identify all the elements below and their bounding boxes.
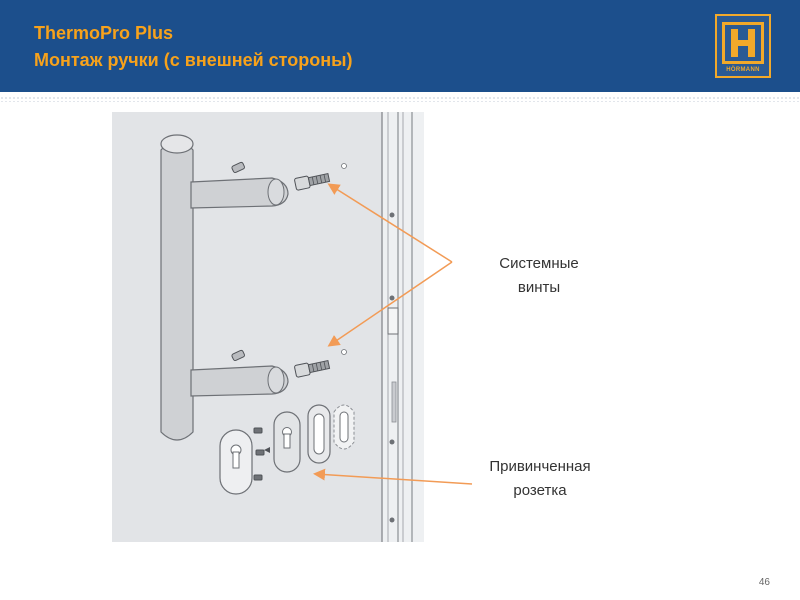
label-screwed-rosette: Привинченная розетка [470,455,610,503]
header-bar: ThermoPro Plus Монтаж ручки (с внешней с… [0,0,800,92]
door-handle [160,134,289,441]
label-screws-line-2: винты [517,279,561,296]
hormann-h-logo-icon [722,22,764,64]
door-panel [112,112,424,542]
label-system-screws: Системные винты [480,252,598,300]
logo-brand-text: HÖRMANN [726,67,760,73]
page-title: ThermoPro Plus Монтаж ручки (с внешней с… [34,20,352,74]
header-divider [0,96,800,102]
label-screws-line-1: Системные [499,255,579,272]
door-frame-edge [381,112,424,542]
title-line-1: ThermoPro Plus [34,23,174,43]
page-number: 46 [758,577,770,588]
label-rosette-line-1: Привинченная [489,458,591,475]
hormann-logo: HÖRMANN [715,14,771,78]
title-line-2: Монтаж ручки (с внешней стороны) [34,50,353,70]
handle-installation-illustration [112,112,424,542]
rosette-assembly [219,404,355,495]
grub-screws [231,161,245,362]
system-screws [294,163,347,378]
label-rosette-line-2: розетка [513,482,567,499]
